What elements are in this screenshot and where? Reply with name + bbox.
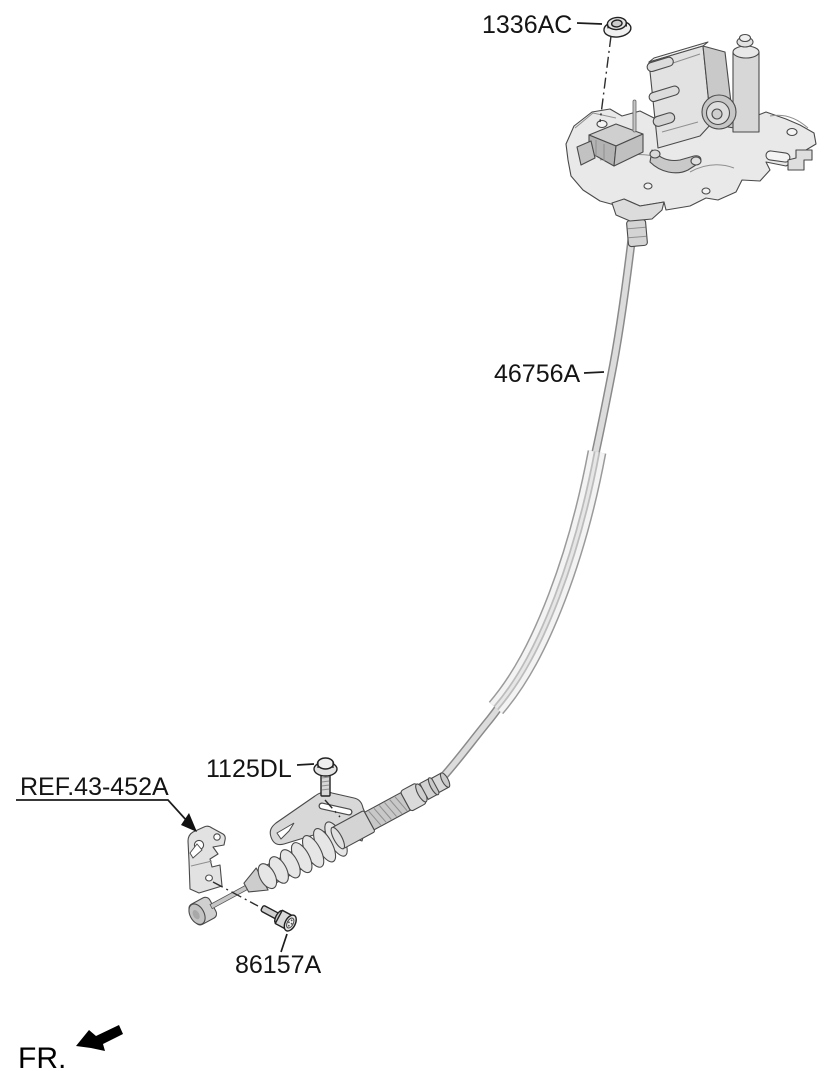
cable-protector-sleeve <box>488 450 607 715</box>
shift-control-cable <box>439 210 648 780</box>
callout-1336AC[interactable]: 1336AC <box>482 11 572 39</box>
fr-arrow-icon <box>76 1025 123 1051</box>
retaining-screw <box>260 905 297 932</box>
alignment-line-screw <box>212 881 259 907</box>
adjuster-bellows <box>257 821 348 890</box>
guide-pin <box>632 99 637 133</box>
callout-1125DL[interactable]: 1125DL <box>206 755 292 783</box>
cable-adjuster-assembly <box>188 772 451 926</box>
actuator-column <box>732 33 760 133</box>
flange-nut <box>603 16 632 38</box>
bracket-screw-hole <box>205 874 213 882</box>
mounting-bracket <box>187 825 226 894</box>
callout-86157A[interactable]: 86157A <box>235 951 322 979</box>
leader-1125DL <box>296 763 315 766</box>
leader-86157A <box>280 933 288 953</box>
leader-arrowhead <box>181 813 197 832</box>
flange-bolt <box>313 757 338 797</box>
actuator-boss <box>701 94 737 130</box>
callout-ref-43-452A[interactable]: REF.43-452A <box>20 773 169 801</box>
nut-mounting-hole <box>596 119 608 129</box>
shift-actuator-assembly <box>565 33 817 222</box>
cable-ferrule <box>400 772 451 812</box>
leader-ref-bracket <box>16 799 188 822</box>
leader-46756A <box>583 371 605 374</box>
leader-1336AC <box>576 22 603 25</box>
alignment-line-nut <box>599 35 612 123</box>
electrical-connector <box>576 123 644 167</box>
cable-end-fitting <box>626 218 648 248</box>
callout-46756A[interactable]: 46756A <box>494 360 581 388</box>
fr-label: FR. <box>18 1042 66 1075</box>
crank-arm <box>649 149 702 174</box>
alignment-line-bolt <box>324 799 341 818</box>
